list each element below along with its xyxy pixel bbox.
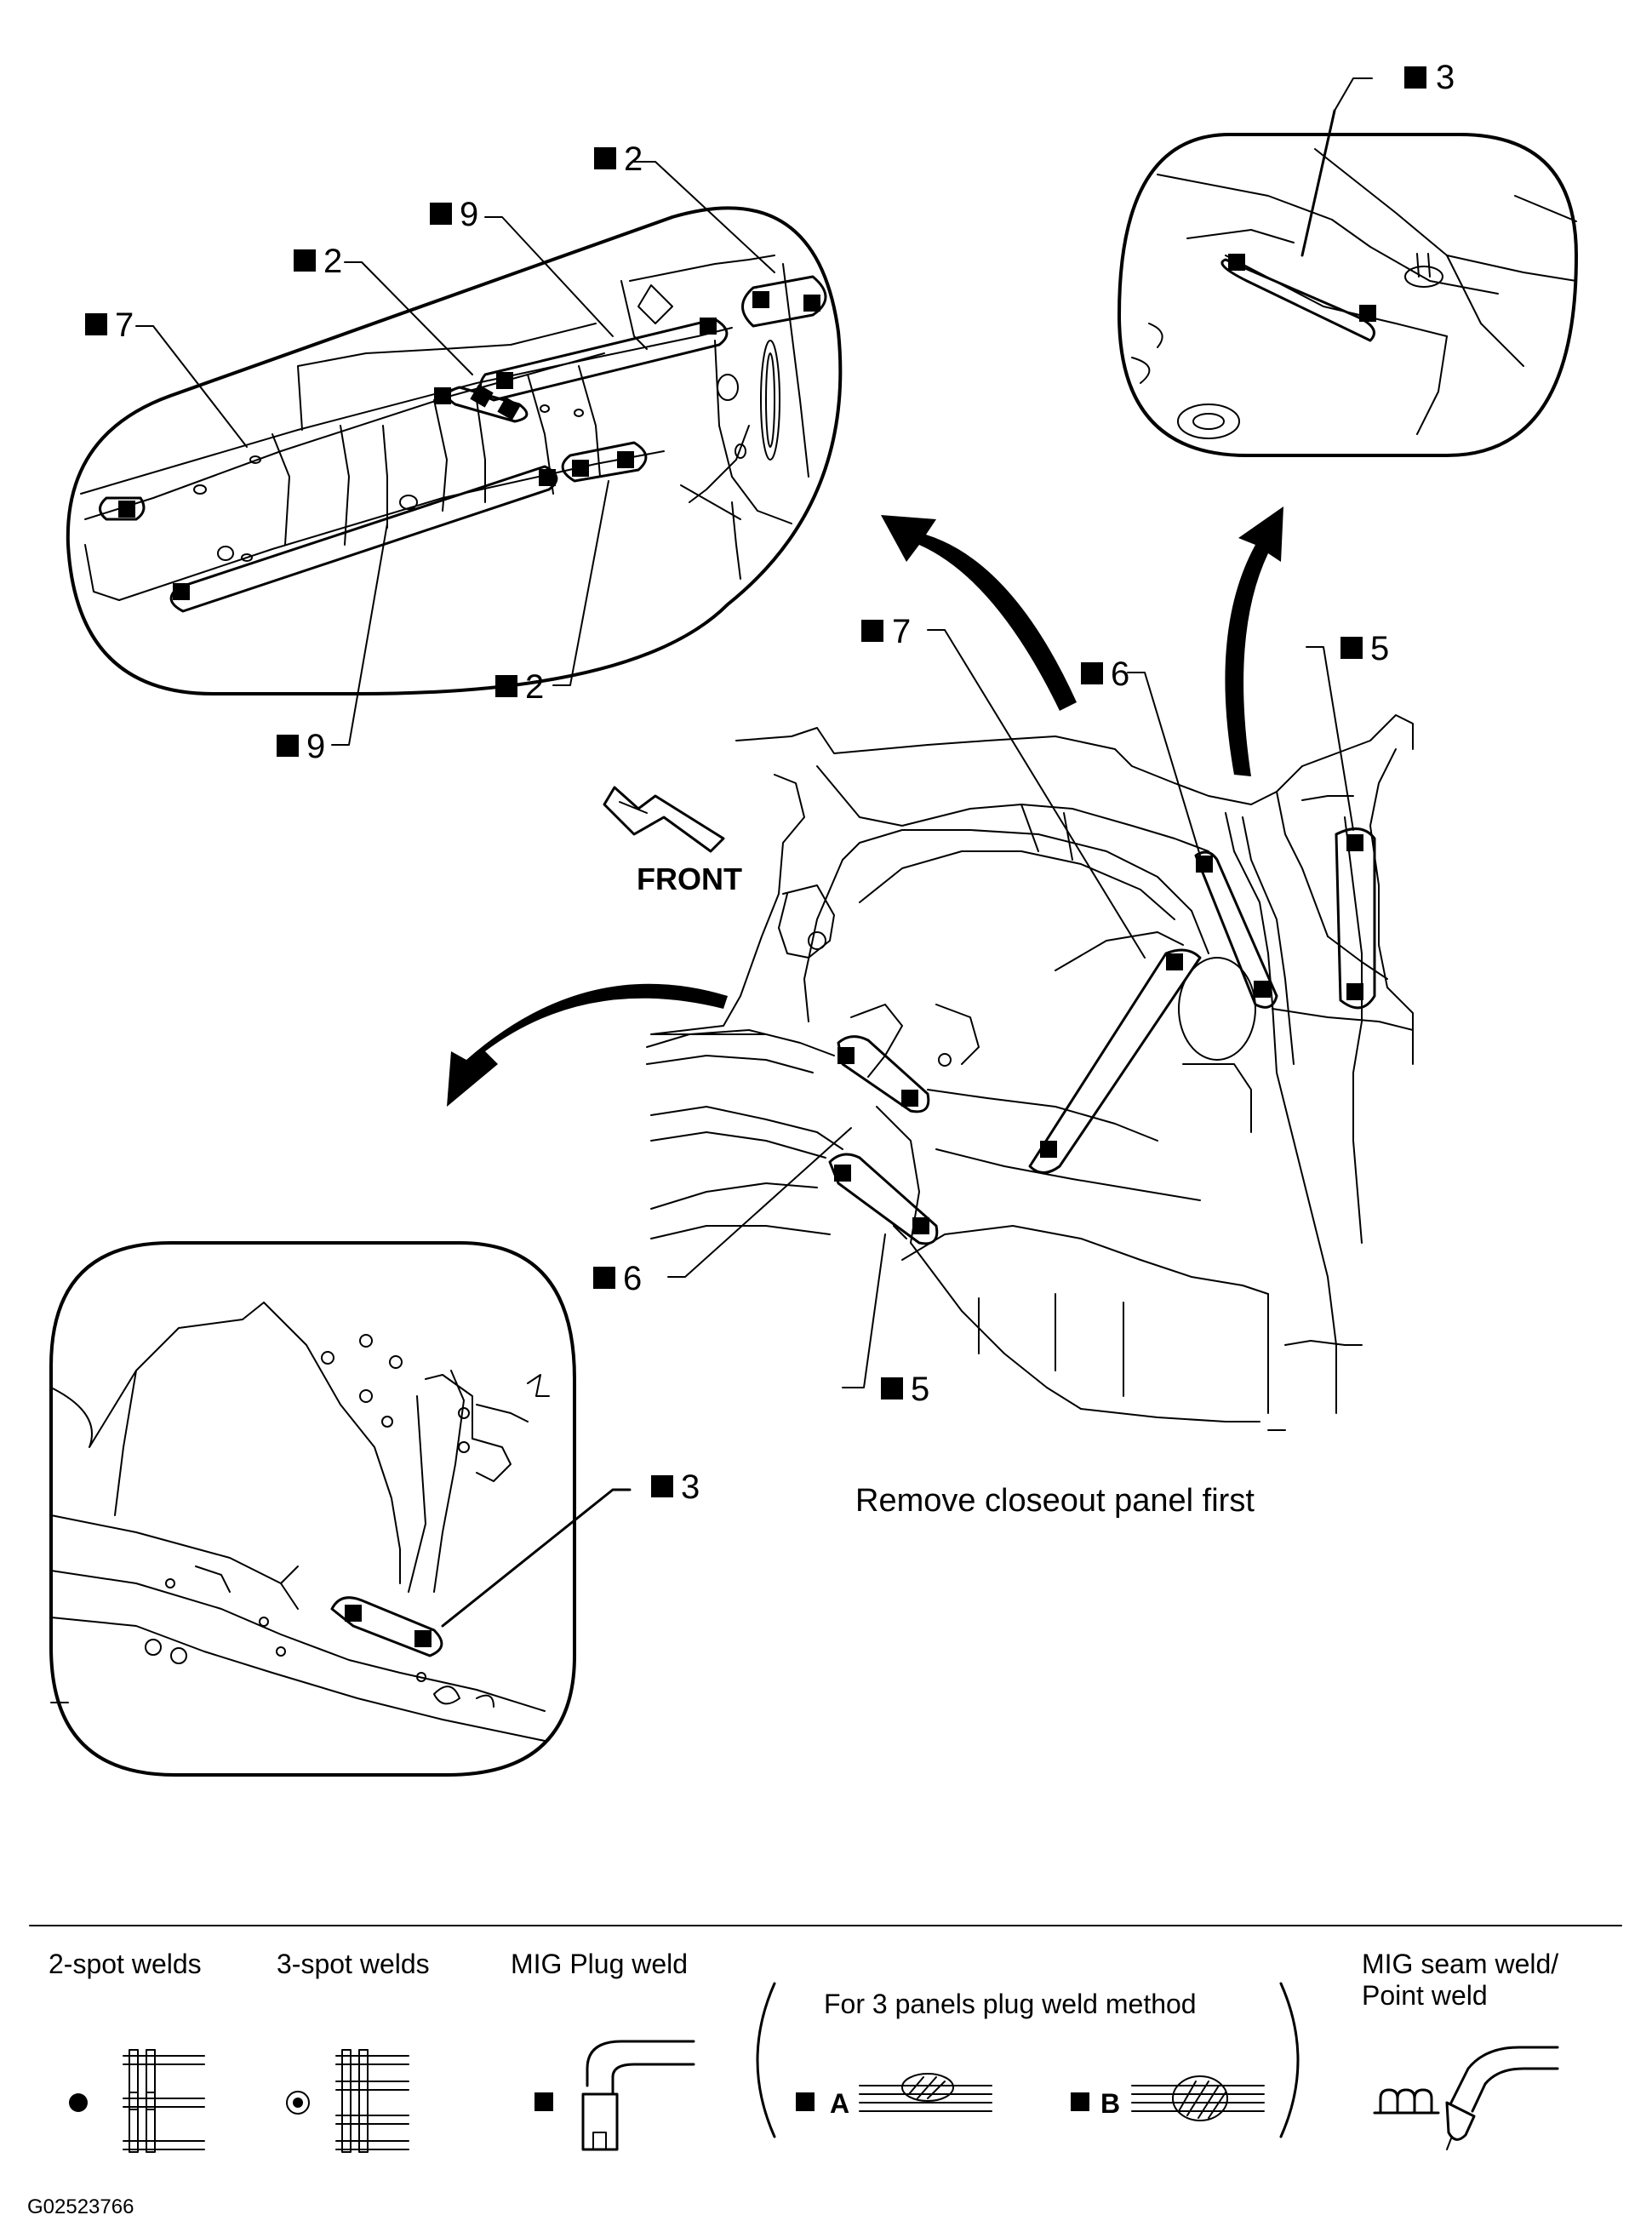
upper-left-inset	[66, 161, 843, 746]
mig-plug-symbol-icon	[534, 2092, 553, 2111]
legend-method-b-label: B	[1100, 2088, 1120, 2119]
callout-upper-2-c: 2	[525, 668, 544, 706]
callout-main-5-top: 5	[1370, 630, 1389, 667]
callout-main-5-bottom: 5	[911, 1371, 929, 1408]
method-b-weld-icon	[1131, 2075, 1265, 2121]
method-b-symbol-icon	[1071, 2092, 1089, 2111]
mig-seam-torch-icon	[1445, 2046, 1559, 2150]
caption-remove-closeout-panel: Remove closeout panel first	[855, 1483, 1255, 1519]
callout-upper-2-b: 2	[323, 243, 342, 280]
mig-plug-torch-icon	[581, 2040, 695, 2151]
front-direction-arrow	[603, 786, 725, 853]
callout-upper-7: 7	[115, 306, 134, 344]
method-a-weld-icon	[859, 2073, 992, 2112]
three-spot-symbol-icon	[286, 2091, 310, 2115]
callout-upper-9-b: 9	[306, 728, 325, 765]
legend-two-spot-label: 2-spot welds	[49, 1949, 202, 1979]
method-a-symbol-icon	[796, 2092, 815, 2111]
callout-main-6-top: 6	[1111, 655, 1129, 693]
main-weld-groups	[828, 827, 1376, 1245]
callout-top-right-3: 3	[1436, 59, 1455, 96]
mig-seam-symbol-icon	[1373, 2088, 1440, 2115]
legend: 2-spot welds 3-spot welds	[27, 1925, 1622, 2218]
legend-close-paren	[1279, 1982, 1300, 2138]
legend-three-spot-label: 3-spot welds	[277, 1949, 430, 1979]
arrow-to-lower-inset	[447, 983, 728, 1107]
legend-three-panel-label: For 3 panels plug weld method	[824, 1989, 1197, 2019]
lower-left-inset	[49, 1241, 632, 1777]
figure-code: G02523766	[27, 2195, 134, 2218]
callout-main-6-bottom: 6	[623, 1260, 642, 1297]
legend-seam-label-line2: Point weld	[1362, 1980, 1488, 2011]
two-spot-symbol-icon	[69, 2093, 88, 2112]
three-spot-weld-icon	[335, 2049, 409, 2153]
main-leaders	[667, 629, 1354, 1388]
legend-open-paren	[756, 1982, 776, 2138]
legend-seam-label-line1: MIG seam weld/	[1362, 1949, 1558, 1979]
top-right-inset	[1118, 77, 1578, 457]
legend-method-a-label: A	[830, 2088, 849, 2119]
legend-mig-plug-label: MIG Plug weld	[511, 1949, 688, 1979]
arrow-to-upper-inset	[881, 515, 1077, 711]
front-label: FRONT	[637, 861, 742, 896]
callout-main-7: 7	[892, 613, 911, 650]
arrow-to-top-right-inset	[1225, 507, 1283, 776]
main-body-panel	[646, 714, 1414, 1431]
two-spot-weld-icon	[123, 2049, 205, 2153]
callout-lower-3: 3	[681, 1468, 700, 1506]
callout-upper-2-a: 2	[624, 140, 643, 178]
callout-upper-9-a: 9	[460, 196, 478, 233]
